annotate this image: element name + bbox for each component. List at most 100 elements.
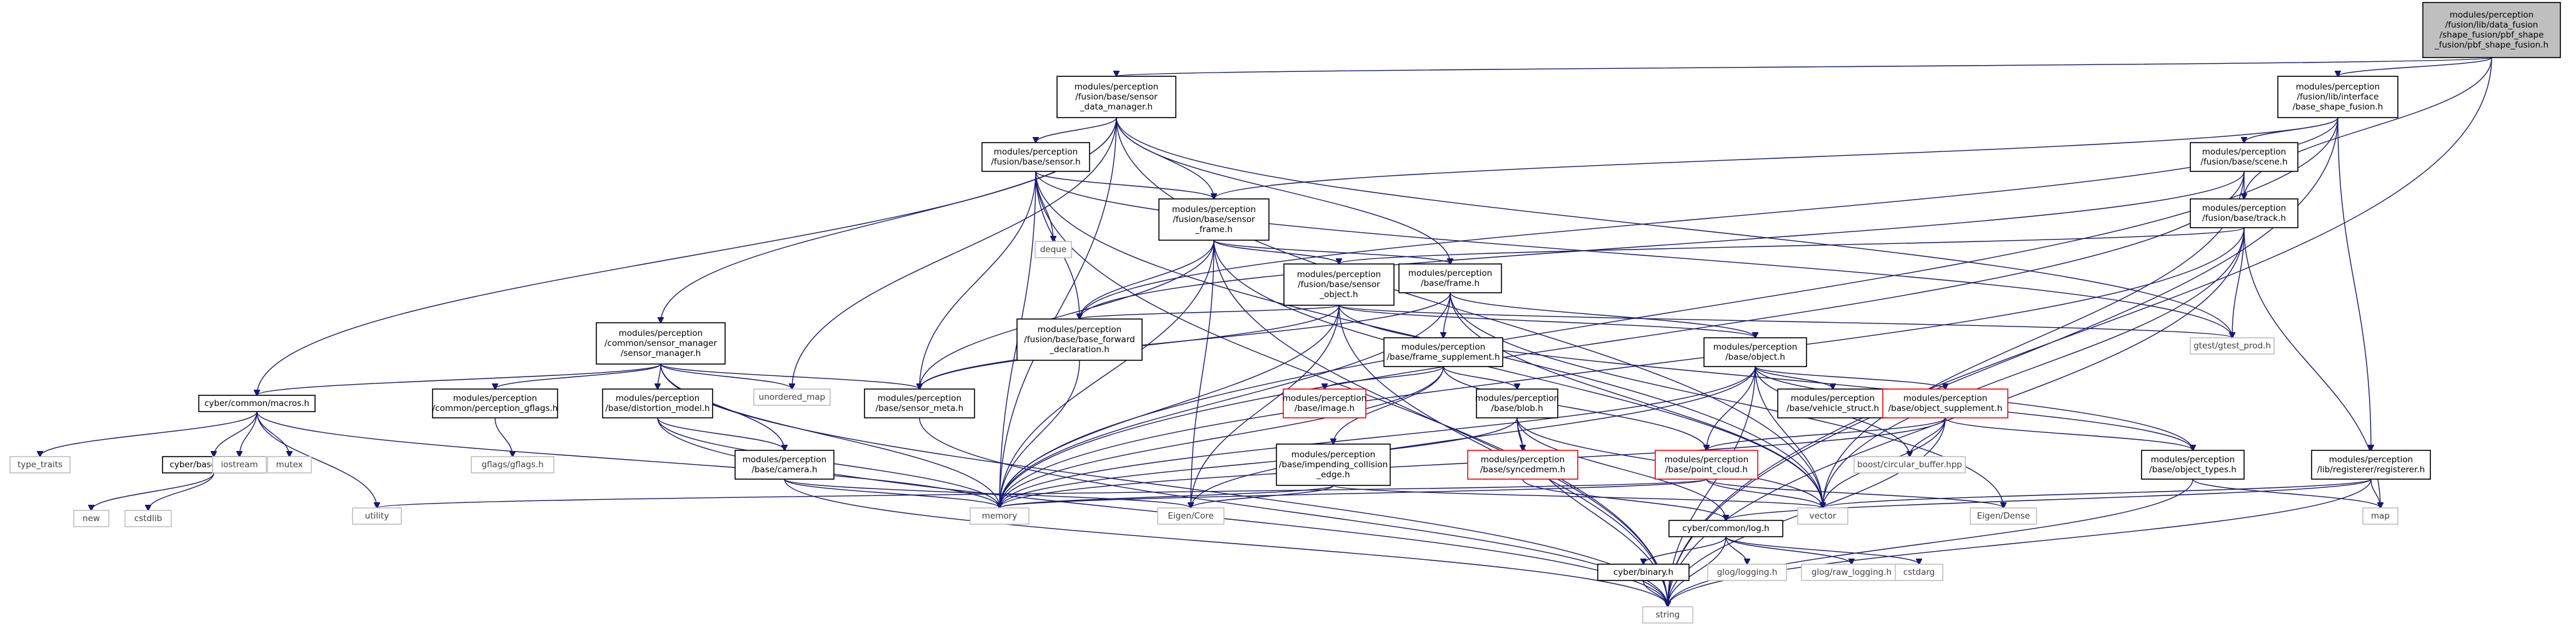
node-eigen-core[interactable]: Eigen/Core	[1157, 507, 1225, 525]
node-modules-perception-base-vehicle-struct-h[interactable]: modules/perception/base/vehicle_struct.h	[1777, 388, 1888, 418]
node-modules-perception-base-point-cloud-h[interactable]: modules/perception/base/point_cloud.h	[1655, 450, 1758, 480]
node-memory[interactable]: memory	[970, 507, 1030, 525]
node-box	[2190, 337, 2275, 355]
node-label-line: modules/perception	[2202, 147, 2286, 157]
node-cyber-binary-h[interactable]: cyber/binary.h	[1597, 564, 1690, 581]
node-type-traits[interactable]: type_traits	[9, 456, 71, 474]
node-box	[1276, 443, 1391, 486]
node-modules-perception-lib-registerer-registerer-h[interactable]: modules/perception/lib/registerer/regist…	[2311, 450, 2431, 480]
node-label-line: Eigen/Dense	[1977, 511, 2030, 521]
edge-pcloud-to-utility	[377, 479, 1707, 508]
edge-object-to-osupp	[1755, 366, 1945, 389]
node-box	[1383, 337, 1503, 367]
node-unordered-map[interactable]: unordered_map	[753, 388, 831, 406]
node-modules-perception-base-image-h[interactable]: modules/perception/base/image.h	[1283, 388, 1366, 418]
node-label-line: /base/object_supplement.h	[1888, 403, 2003, 413]
node-vector[interactable]: vector	[1797, 507, 1848, 525]
node-label-line: _edge.h	[1316, 470, 1350, 480]
node-mutex[interactable]: mutex	[267, 456, 312, 474]
node-label-line: /fusion/base/sensor	[1173, 215, 1255, 225]
node-modules-perception-base-object-h[interactable]: modules/perception/base/object.h	[1703, 337, 1807, 367]
node-modules-perception-base-blob-h[interactable]: modules/perception/base/blob.h	[1475, 388, 1559, 418]
node-modules-perception-base-object-types-h[interactable]: modules/perception/base/object_types.h	[2141, 450, 2245, 480]
node-modules-perception-base-sensor-meta-h[interactable]: modules/perception/base/sensor_meta.h	[864, 388, 975, 418]
node-modules-perception-base-syncedmem-h[interactable]: modules/perception/base/syncedmem.h	[1467, 450, 1578, 480]
node-modules-perception-base-impending-collision-edge-h[interactable]: modules/perception/base/impending_collis…	[1276, 443, 1391, 486]
edge-scene-to-memory	[1000, 171, 2245, 508]
node-modules-perception-base-object-supplement-h[interactable]: modules/perception/base/object_supplemen…	[1882, 388, 2008, 418]
node-map[interactable]: map	[2362, 507, 2398, 525]
node-modules-perception-base-camera-h[interactable]: modules/perception/base/camera.h	[734, 450, 834, 480]
node-label-line: _declaration.h	[1049, 345, 1110, 355]
edge-blob-to-memory	[1000, 417, 1518, 508]
edge-macros-to-memory	[256, 411, 1000, 508]
node-label-line: modules/perception	[1481, 455, 1565, 465]
node-gflags-gflags-h[interactable]: gflags/gflags.h	[471, 456, 554, 474]
node-box	[432, 388, 558, 418]
node-label-line: /base/vehicle_struct.h	[1787, 403, 1879, 413]
node-box	[352, 507, 402, 525]
node-label-line: vector	[1810, 511, 1837, 521]
node-iostream[interactable]: iostream	[212, 456, 267, 474]
node-label-line: modules/perception	[453, 393, 537, 403]
node-label-line: modules/perception	[1713, 342, 1797, 352]
node-modules-perception-fusion-base-track-h[interactable]: modules/perception/fusion/base/track.h	[2190, 198, 2298, 228]
edge-frame-to-smeta	[920, 292, 1451, 389]
node-label-line: cyber/common/macros.h	[204, 398, 309, 408]
node-modules-perception-fusion-base-sensor-frame-h[interactable]: modules/perception/fusion/base/sensor_fr…	[1158, 198, 1270, 241]
node-modules-perception-base-distortion-model-h[interactable]: modules/perception/base/distortion_model…	[602, 388, 713, 418]
node-gtest-gtest-prod-h[interactable]: gtest/gtest_prod.h	[2190, 337, 2275, 355]
node-modules-perception-fusion-base-base-forward-declaration-h[interactable]: modules/perception/fusion/base/base_forw…	[1016, 318, 1143, 361]
node-label-line: /base/image.h	[1295, 403, 1355, 413]
edge-object-to-vstruct	[1755, 366, 1833, 389]
edge-sframe-to-vector	[1213, 240, 1823, 508]
edge-log-to-glog	[1725, 536, 1747, 564]
node-modules-perception-fusion-base-sensor-data-manager-h[interactable]: modules/perception/fusion/base/sensor_da…	[1056, 76, 1176, 118]
edge-frame-to-object	[1450, 292, 1755, 338]
node-label-line: modules/perception	[2202, 203, 2286, 213]
node-glog-logging-h[interactable]: glog/logging.h	[1707, 564, 1787, 581]
edge-osupp-to-pcloud	[1706, 417, 1946, 450]
node-cyber-common-log-h[interactable]: cyber/common/log.h	[1668, 520, 1783, 537]
node-box	[1895, 564, 1943, 581]
node-modules-perception-fusion-base-scene-h[interactable]: modules/perception/fusion/base/scene.h	[2190, 142, 2298, 172]
node-utility[interactable]: utility	[352, 507, 402, 525]
edge-smgr-to-distm	[658, 363, 661, 389]
node-label-line: /base/point_cloud.h	[1665, 465, 1748, 475]
edge-registerer-to-map	[2370, 479, 2380, 508]
node-cstdarg[interactable]: cstdarg	[1895, 564, 1943, 581]
node-modules-perception-fusion-base-sensor-object-h[interactable]: modules/perception/fusion/base/sensor_ob…	[1283, 263, 1395, 306]
node-modules-perception-base-frame-h[interactable]: modules/perception/base/frame.h	[1398, 263, 1502, 293]
edge-frame-to-vector	[1450, 292, 1823, 508]
node-modules-perception-common-sensor-manager-sensor-manager-h[interactable]: modules/perception/common/sensor_manager…	[596, 322, 726, 365]
node-cyber-common-macros-h[interactable]: cyber/common/macros.h	[198, 395, 316, 412]
edge-sdm-to-sframe	[1116, 117, 1214, 199]
node-modules-perception-fusion-base-sensor-h[interactable]: modules/perception/fusion/base/sensor.h	[981, 142, 1090, 172]
node-new[interactable]: new	[73, 510, 109, 527]
node-box	[267, 456, 312, 474]
node-string[interactable]: string	[1642, 606, 1693, 624]
node-box	[1157, 507, 1225, 525]
node-modules-perception-common-perception-gflags-h[interactable]: modules/perception/common/perception_gfl…	[432, 388, 558, 418]
edge-sframe-to-eigencore	[1191, 240, 1215, 508]
node-boost-circular-buffer-hpp[interactable]: boost/circular_buffer.hpp	[1853, 456, 1966, 474]
node-cstdlib[interactable]: cstdlib	[124, 510, 172, 527]
edge-sobject-to-object	[1338, 305, 1755, 338]
node-modules-perception-base-frame-supplement-h[interactable]: modules/perception/base/frame_supplement…	[1383, 337, 1503, 367]
node-label-line: /fusion/base/sensor	[1075, 92, 1158, 102]
node-box	[2190, 198, 2298, 228]
node-glog-raw-logging-h[interactable]: glog/raw_logging.h	[1801, 564, 1902, 581]
node-box	[73, 510, 109, 527]
node-label-line: iostream	[221, 460, 258, 470]
node-deque[interactable]: deque	[1035, 241, 1072, 258]
node-eigen-dense[interactable]: Eigen/Dense	[1970, 507, 2037, 525]
node-label-line: cyber/binary.h	[1613, 567, 1673, 577]
edge-smgr-to-smeta	[660, 363, 920, 389]
node-modules-perception-fusion-lib-data-fusion-shape-fusion-pbf-shape-fusion-pbf-shape-fusion-h[interactable]: modules/perception/fusion/lib/data_fusio…	[2422, 2, 2561, 58]
node-box	[2422, 2, 2561, 58]
edge-syncmem-to-log	[1522, 479, 1726, 520]
node-modules-perception-fusion-lib-interface-base-shape-fusion-h[interactable]: modules/perception/fusion/lib/interface/…	[2277, 76, 2398, 118]
edge-log-to-glograw	[1725, 536, 1852, 564]
edge-osupp-to-otypes	[1945, 417, 2193, 450]
node-box	[734, 450, 834, 480]
